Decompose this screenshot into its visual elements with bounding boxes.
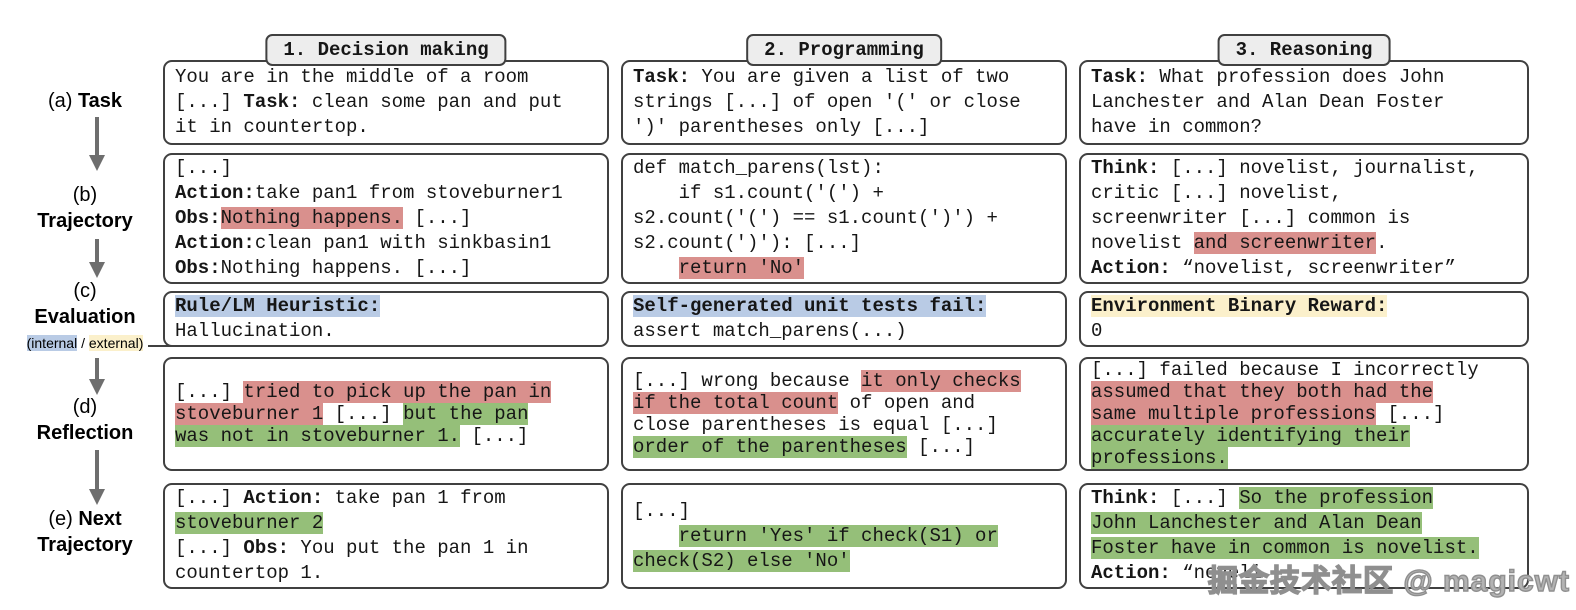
task-text: Task: You are given a list of two string…: [633, 66, 1021, 138]
evaluation-text: Rule/LM Heuristic: Hallucination.: [175, 295, 381, 342]
task-text: You are in the middle of a room [...] Ta…: [175, 66, 563, 138]
down-arrow-icon: [89, 450, 105, 505]
rail-label-evaluation: (c) Evaluation: [34, 280, 136, 328]
programming-next-trajectory-box: [...] return 'Yes' if check(S1) or check…: [621, 483, 1067, 589]
rail-label-next-trajectory: (e) Next Trajectory: [37, 508, 133, 556]
tab-programming: 2. Programming: [746, 34, 942, 66]
rail-label-trajectory: (b) Trajectory: [37, 184, 133, 232]
reflection-text: [...] tried to pick up the pan in stoveb…: [175, 381, 552, 447]
programming-evaluation-box: Self-generated unit tests fail: assert m…: [621, 291, 1067, 347]
programming-trajectory-box: def match_parens(lst): if s1.count('(') …: [621, 153, 1067, 284]
rail-label-reflection: (d) Reflection: [36, 396, 134, 444]
reflection-text: [...] wrong because it only checks if th…: [633, 370, 1021, 458]
trajectory-text: def match_parens(lst): if s1.count('(') …: [633, 157, 998, 279]
next-trajectory-text: [...] Action: take pan 1 from stoveburne…: [175, 487, 529, 584]
rail-label-evaluation-scope: (internal / external): [26, 335, 144, 351]
reasoning-evaluation-box: Environment Binary Reward: 0: [1079, 291, 1529, 347]
decision-making-evaluation-box: Rule/LM Heuristic: Hallucination.: [163, 291, 609, 347]
programming-reflection-box: [...] wrong because it only checks if th…: [621, 357, 1067, 471]
decision-making-task-box: You are in the middle of a room [...] Ta…: [163, 60, 609, 145]
trajectory-text: [...] Action:take pan1 from stoveburner1…: [175, 157, 563, 279]
watermark-text: 掘金技术社区 @ magicwt: [1207, 564, 1570, 598]
decision-making-next-trajectory-box: [...] Action: take pan 1 from stoveburne…: [163, 483, 609, 589]
reasoning-trajectory-box: Think: [...] novelist, journalist, criti…: [1079, 153, 1529, 284]
decision-making-reflection-box: [...] tried to pick up the pan in stoveb…: [163, 357, 609, 471]
programming-task-box: Task: You are given a list of two string…: [621, 60, 1067, 145]
down-arrow-icon: [89, 358, 105, 395]
trajectory-text: Think: [...] novelist, journalist, criti…: [1091, 157, 1479, 279]
evaluation-text: Environment Binary Reward: 0: [1091, 295, 1388, 342]
next-trajectory-text: [...] return 'Yes' if check(S1) or check…: [633, 499, 998, 572]
reasoning-reflection-box: [...] failed because I incorrectly assum…: [1079, 357, 1529, 471]
tab-reasoning: 3. Reasoning: [1217, 34, 1391, 66]
reasoning-next-trajectory-box: Think: [...] So the profession John Lanc…: [1079, 483, 1529, 589]
task-text: Task: What profession does John Lanchest…: [1091, 66, 1445, 138]
reflection-text: [...] failed because I incorrectly assum…: [1091, 359, 1479, 469]
next-trajectory-text: Think: [...] So the profession John Lanc…: [1091, 487, 1479, 584]
evaluation-connector-line: [148, 345, 176, 347]
rail-label-task: (a) Task: [47, 90, 123, 112]
decision-making-trajectory-box: [...] Action:take pan1 from stoveburner1…: [163, 153, 609, 284]
tab-decision-making: 1. Decision making: [265, 34, 507, 66]
evaluation-text: Self-generated unit tests fail: assert m…: [633, 295, 987, 342]
down-arrow-icon: [89, 117, 105, 171]
down-arrow-icon: [89, 239, 105, 278]
reasoning-task-box: Task: What profession does John Lanchest…: [1079, 60, 1529, 145]
